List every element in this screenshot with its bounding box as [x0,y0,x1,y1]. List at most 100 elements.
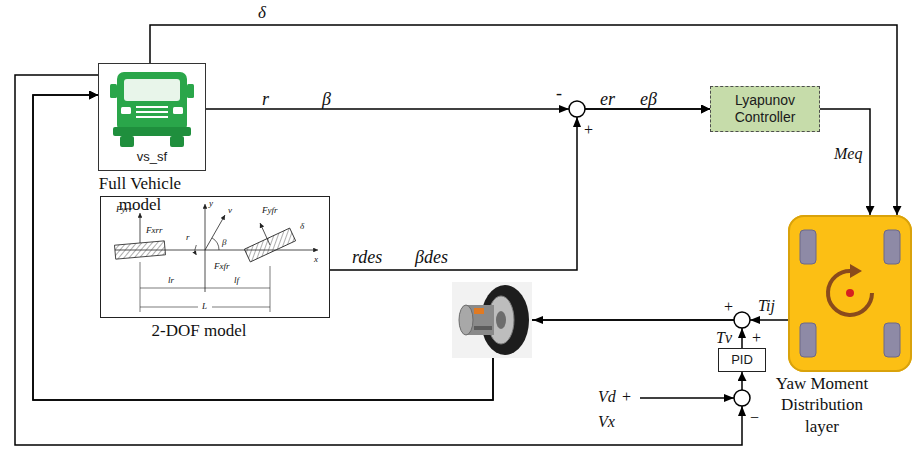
truck-icon [113,127,191,136]
dimension-label: lf [234,276,239,285]
bicycle-model-drawing [270,266,271,312]
signal-connector [15,75,742,445]
junction-arrowhead [533,316,543,324]
signal-connector [33,95,788,400]
bicycle-model-drawing [260,223,270,245]
sign: + [752,330,761,346]
angle-label: β [222,238,226,247]
box-title: Lyapunov Controller [717,92,813,126]
signal-connector [820,109,870,215]
signal-connector [330,109,710,270]
junction-arrowhead [559,105,569,113]
summing-junction [569,101,585,117]
dimension-label: L [202,302,207,311]
yaw-layer-car-picture [884,230,900,264]
signal-name: er [600,90,615,108]
yaw-layer-car-picture [788,215,912,372]
truck-icon [117,72,187,132]
box-caption: Full Vehicle model [87,173,193,216]
truck-icon [136,116,168,118]
rate-label: r [186,233,190,242]
setpoint-wire [640,398,734,399]
signal-name: Vd [598,389,616,405]
yaw-layer-car-picture [800,230,816,264]
bicycle-model-drawing [195,245,196,255]
in-wheel-motor-picture [452,282,532,358]
force-label: Fxrr [146,226,163,235]
junction-arrowhead [573,117,581,127]
connector-label: Tv [716,330,732,346]
in-wheel-motor-picture [452,282,532,358]
truck-icon [136,106,168,108]
signal-name: βdes [415,248,448,266]
box-caption: 2-DOF model [119,320,279,341]
truck-icon [124,79,180,101]
in-wheel-motor-picture [474,326,492,330]
bicycle-model-drawing [114,204,318,312]
bicycle-model-drawing [212,238,219,250]
bicycle-model-drawing [114,241,165,259]
box-caption: Yaw Moment Distribution layer [762,373,882,437]
summing-junction [734,312,750,328]
junction-arrowhead [750,316,760,324]
truck-icon [121,107,131,114]
truck-icon [170,136,184,147]
bicycle-model-drawing [140,288,270,289]
truck-icon [110,84,117,98]
signal-name: rdes [352,248,382,266]
sign: − [750,410,759,426]
force-label: Fyfr [262,206,278,215]
yaw-layer-car-picture [788,215,912,372]
truck-icon [110,72,194,147]
signal-name: r [262,90,269,108]
bicycle-model-drawing [205,204,206,292]
bicycle-model-drawing [140,307,198,308]
connector-label: Meq [834,146,862,162]
angle-label: δ [300,222,304,231]
truck-icon [173,107,183,114]
vector-label: v [228,206,232,215]
axis-label: y [209,199,213,208]
sign: + [622,389,631,405]
bicycle-model-drawing [140,262,141,312]
sign: - [556,84,562,102]
reference-model-box: 2-DOF model [100,196,330,318]
yaw-layer-car-picture [884,323,900,357]
distribution-layer-box: Yaw Moment Distribution layer [788,215,912,372]
truck-icon [120,136,134,147]
signal-name: eβ [640,90,657,108]
model-name: vs_sf [137,149,167,165]
signal-name: β [322,90,331,108]
bicycle-model-drawing [140,213,141,243]
junction-arrowhead [724,394,734,402]
truck-icon [187,84,194,98]
bicycle-model-drawing [212,307,270,308]
force-label: Fxfr [214,262,230,271]
signal-connector [150,25,897,215]
yaw-layer-car-picture [846,289,854,297]
junction-arrowhead [738,406,746,416]
controller-box: Lyapunov Controller [710,86,820,132]
connector-label: δ [258,4,266,21]
sign: + [724,299,733,315]
axis-label: x [314,255,318,264]
signal-name: Vx [598,414,615,430]
yaw-layer-car-picture [850,264,862,278]
vehicle-model-box: vs_sfFull Vehicle model [98,63,206,171]
dimension-label: lr [168,276,174,285]
box-title: PID [731,352,753,368]
yaw-layer-car-picture [800,323,816,357]
truck-icon [136,111,168,113]
pid-box: PID [718,348,766,372]
connector-label: Tij [758,298,775,314]
force-label: Fyrr [116,205,133,214]
signal-connector [33,95,742,400]
setpoint-wire [640,397,734,399]
summing-junction [734,390,750,406]
in-wheel-motor-picture [474,308,484,314]
sign: + [584,122,593,138]
junction-arrowhead [738,328,746,338]
in-wheel-motor-picture [496,311,506,329]
in-wheel-motor-picture [459,305,473,335]
